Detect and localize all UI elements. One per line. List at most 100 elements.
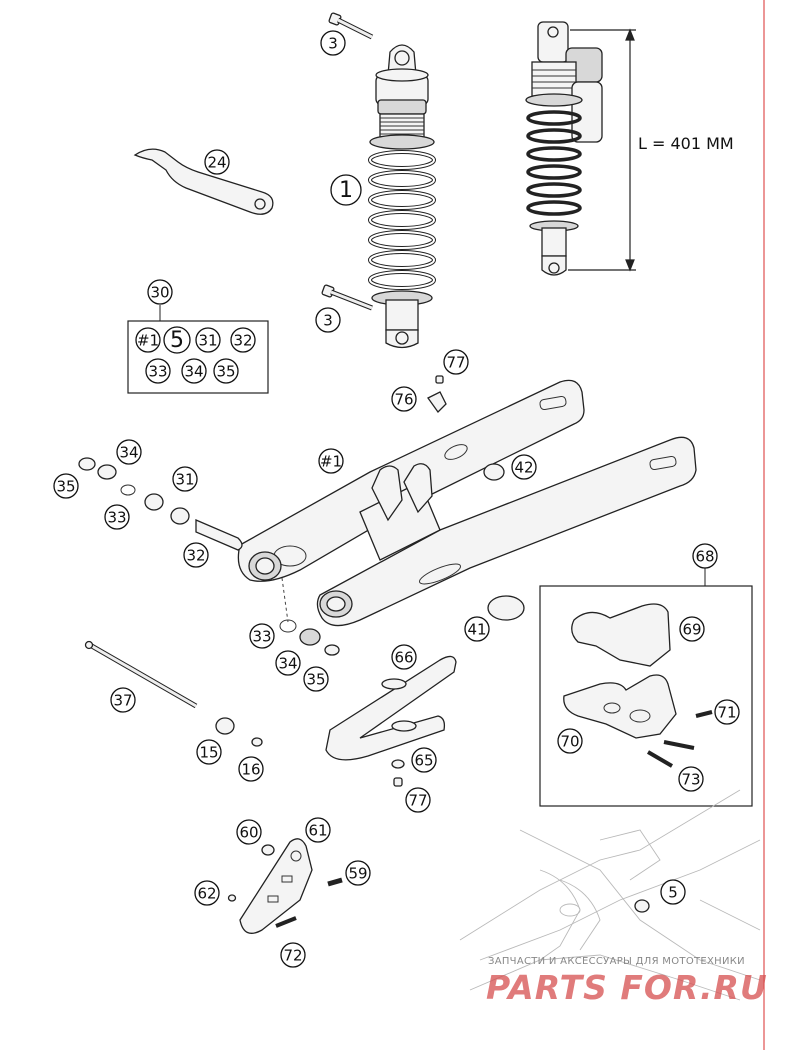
callout-c41: 41	[464, 616, 490, 642]
kit-item-2: 31	[195, 327, 221, 353]
callout-c5: 5	[660, 879, 686, 905]
callout-c70: 70	[557, 728, 583, 754]
callout-number: 35	[306, 671, 325, 689]
watermark-subtitle: ЗАПЧАСТИ И АКСЕССУАРЫ ДЛЯ МОТОТЕХНИКИ	[488, 956, 745, 967]
callout-number: 16	[241, 761, 260, 779]
watermark-logo: PARTS FOR.RU	[486, 968, 768, 1007]
callout-number: 1	[339, 178, 353, 203]
callout-number: 34	[184, 363, 203, 381]
callout-circle	[230, 327, 256, 353]
callout-c60: 60	[236, 819, 262, 845]
callout-circle	[195, 327, 221, 353]
callout-circle	[443, 349, 469, 375]
callout-c3a: 3	[320, 30, 346, 56]
callout-circle	[110, 687, 136, 713]
callout-c65: 65	[411, 747, 437, 773]
pivot-hardware-right	[279, 619, 340, 656]
callout-circle	[679, 616, 705, 642]
callout-number: 32	[186, 547, 205, 565]
callout-circle	[511, 454, 537, 480]
kit-item-3: 32	[230, 327, 256, 353]
callout-circle	[238, 756, 264, 782]
callout-c62: 62	[194, 880, 220, 906]
chain-guide-drawing	[563, 603, 713, 768]
callout-circle	[464, 616, 490, 642]
callout-c1: 1	[330, 174, 362, 206]
callout-c42: 42	[511, 454, 537, 480]
callout-circle	[692, 543, 718, 569]
callout-c32: 32	[183, 542, 209, 568]
callout-c15: 15	[196, 739, 222, 765]
hook-wrench-drawing	[133, 148, 274, 215]
callout-circle	[53, 473, 79, 499]
callout-number: 33	[148, 363, 167, 381]
callout-number: 33	[107, 509, 126, 527]
callout-number: 5	[668, 884, 678, 902]
callout-circle	[714, 699, 740, 725]
shock-absorber-drawing	[321, 12, 436, 349]
callout-circle	[213, 358, 239, 384]
callout-number: 77	[446, 354, 465, 372]
callout-number: 35	[216, 363, 235, 381]
kit-item-1: 5	[163, 326, 191, 354]
callout-number: 34	[119, 444, 138, 462]
callout-circle	[315, 307, 341, 333]
callout-circle	[104, 504, 130, 530]
callout-circle	[163, 326, 191, 354]
callout-c61: 61	[305, 817, 331, 843]
kit-item-6: 35	[213, 358, 239, 384]
callout-number: 61	[308, 822, 327, 840]
clip-drawing	[427, 391, 447, 414]
callout-circle	[183, 542, 209, 568]
callout-circle	[135, 327, 161, 353]
callout-c71: 71	[714, 699, 740, 725]
callout-c34a: 34	[116, 439, 142, 465]
callout-number: 3	[323, 312, 333, 330]
callout-circle	[303, 666, 329, 692]
callout-number: 5	[170, 328, 184, 353]
callout-circle	[391, 386, 417, 412]
callout-c30: 30	[147, 279, 173, 305]
callout-c34b: 34	[275, 650, 301, 676]
kit-item-4: 33	[145, 358, 171, 384]
callout-circle	[318, 448, 344, 474]
callout-c76: 76	[391, 386, 417, 412]
callout-c37: 37	[110, 687, 136, 713]
callout-circle	[320, 30, 346, 56]
callout-number: 66	[394, 649, 413, 667]
callout-circle	[330, 174, 362, 206]
callout-c68: 68	[692, 543, 718, 569]
callout-c66: 66	[391, 644, 417, 670]
callout-c35a: 35	[53, 473, 79, 499]
callout-circle	[305, 817, 331, 843]
callout-circle	[557, 728, 583, 754]
callout-number: 60	[239, 824, 258, 842]
callout-circle	[194, 880, 220, 906]
callout-number: 31	[175, 471, 194, 489]
callout-c59: 59	[345, 860, 371, 886]
axle-drawing	[84, 640, 263, 747]
callout-number: 71	[717, 704, 736, 722]
swingarm-drawing	[237, 379, 697, 627]
lower-bolt-drawing	[321, 284, 373, 311]
callout-number: 15	[199, 744, 218, 762]
callout-number: 76	[394, 391, 413, 409]
callout-number: 69	[682, 621, 701, 639]
callout-c33b: 33	[249, 623, 275, 649]
frame-sketch-drawing	[459, 789, 761, 1001]
callout-circle	[204, 149, 230, 175]
callout-number: #1	[320, 453, 342, 471]
callout-number: 77	[408, 792, 427, 810]
callout-circle	[391, 644, 417, 670]
kit-box	[127, 320, 269, 394]
callout-number: #1	[137, 332, 159, 350]
chain-slider-drawing	[325, 655, 457, 787]
callout-circle	[411, 747, 437, 773]
callout-number: 31	[198, 332, 217, 350]
callout-number: 59	[348, 865, 367, 883]
callout-number: 32	[233, 332, 252, 350]
seal-drawing	[487, 595, 525, 621]
callout-number: 3	[328, 35, 338, 53]
callout-number: 35	[56, 478, 75, 496]
chain-guide-box	[539, 585, 753, 807]
